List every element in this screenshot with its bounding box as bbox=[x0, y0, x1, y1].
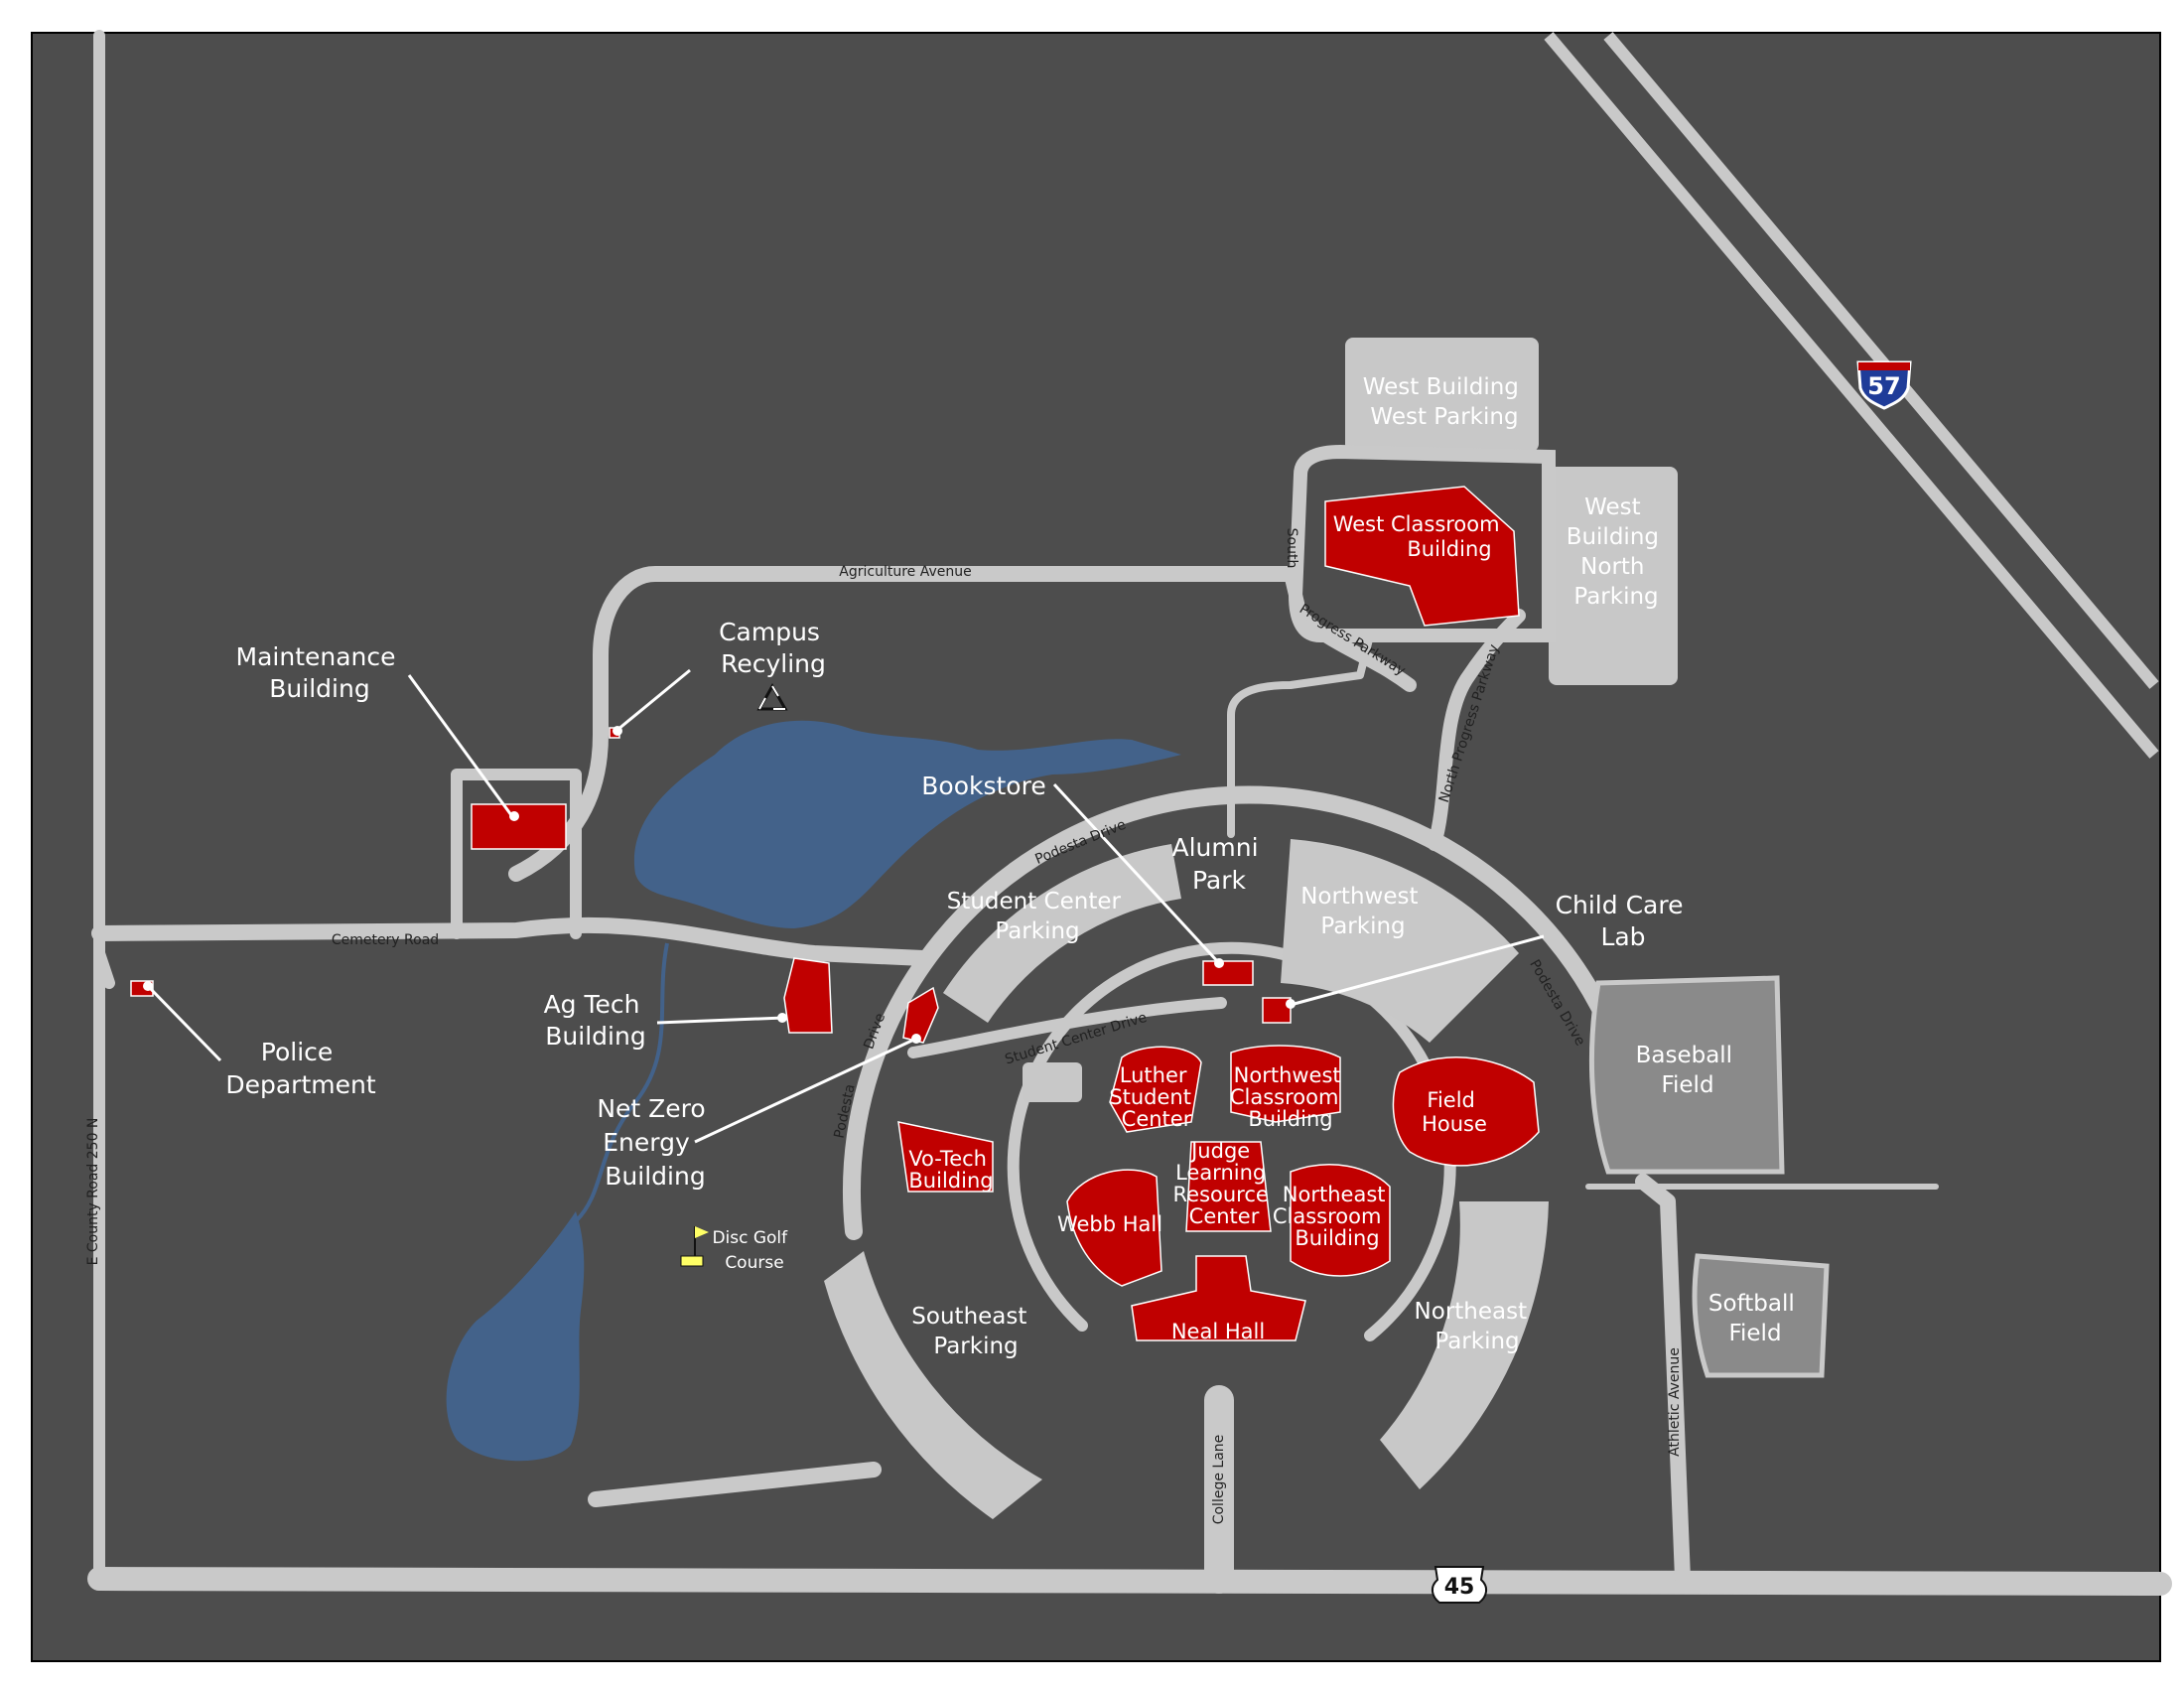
bookstore-shape bbox=[1202, 960, 1254, 986]
northwest-parking-label: Northwest Parking bbox=[1300, 884, 1426, 939]
central-parking-lot bbox=[1023, 1062, 1082, 1102]
interstate-57-number: 57 bbox=[1867, 372, 1900, 400]
webb-hall-label: Webb Hall bbox=[1057, 1212, 1162, 1236]
alumni-park-label: Alumni Park bbox=[1172, 833, 1267, 895]
northeast-classroom-building-shape bbox=[1290, 1164, 1391, 1277]
northeast-parking-label: Northeast Parking bbox=[1415, 1299, 1535, 1354]
field-house-shape bbox=[1392, 1055, 1540, 1167]
vo-tech-building-shape bbox=[897, 1121, 994, 1193]
northwest-classroom-building-label: Northwest Classroom Building bbox=[1230, 1063, 1347, 1131]
south-progress-parkway-label-1: South bbox=[1284, 528, 1299, 569]
creek bbox=[574, 942, 669, 1223]
cemetery-road-label: Cemetery Road bbox=[332, 932, 439, 948]
luther-student-center-shape bbox=[1109, 1046, 1202, 1133]
child-care-lab-shape bbox=[1262, 997, 1292, 1024]
us-45-shield-icon: 45 bbox=[1432, 1566, 1487, 1604]
disc-golf-icon bbox=[680, 1226, 709, 1267]
northeast-classroom-building-label: Northeast Classroom Building bbox=[1273, 1183, 1392, 1250]
west-classroom-building-shape bbox=[1324, 486, 1520, 627]
net-zero-energy-building-shape bbox=[902, 986, 939, 1044]
campus-recycling-label: Campus Recyling bbox=[719, 618, 828, 678]
west-building-west-parking-lot bbox=[1345, 338, 1539, 452]
map-background bbox=[31, 32, 2161, 1662]
ag-tech-building-label: Ag Tech Building bbox=[544, 990, 648, 1051]
neal-hall-shape bbox=[1131, 1255, 1306, 1341]
southeast-parking-lot bbox=[824, 1251, 1042, 1519]
west-classroom-building-label: West Classroom Building bbox=[1333, 512, 1507, 561]
west-building-north-parking-label: West Building North Parking bbox=[1567, 494, 1667, 610]
baseball-field-label: Baseball Field bbox=[1636, 1043, 1740, 1098]
webb-hall-shape bbox=[1066, 1169, 1162, 1287]
softball-field bbox=[1692, 1253, 1830, 1378]
interstate-57-shield-icon: 57 bbox=[1856, 360, 1912, 410]
luther-student-center-label: Luther Student Center bbox=[1109, 1063, 1197, 1131]
west-building-west-parking-label: West Building West Parking bbox=[1363, 374, 1526, 430]
neal-hall-label: Neal Hall bbox=[1171, 1320, 1265, 1343]
place-labels: West Building West Parking West Building… bbox=[225, 374, 1802, 1359]
bookstore-label: Bookstore bbox=[921, 772, 1045, 800]
county-road-label: E County Road 250 N bbox=[85, 1118, 101, 1266]
maintenance-building-shape bbox=[471, 803, 567, 850]
west-building-north-parking-lot bbox=[1549, 467, 1678, 685]
college-lane-label: College Lane bbox=[1211, 1435, 1227, 1525]
judge-lrc-label: Judge Learning Resource Center bbox=[1173, 1139, 1276, 1228]
buildings bbox=[130, 486, 1540, 1341]
student-center-parking-lot bbox=[943, 844, 1181, 1023]
ag-tech-building-shape bbox=[783, 957, 833, 1034]
child-care-lab-label: Child Care Lab bbox=[1556, 891, 1692, 951]
net-zero-energy-building-label: Net Zero Energy Building bbox=[597, 1094, 713, 1191]
judge-lrc-shape bbox=[1185, 1141, 1272, 1232]
parking-lots bbox=[824, 338, 1678, 1519]
interstate-57-road bbox=[1544, 32, 2159, 759]
us-45-number: 45 bbox=[1444, 1575, 1475, 1600]
field-house-label: Field House bbox=[1422, 1088, 1487, 1136]
vo-tech-building-label: Vo-Tech Building bbox=[908, 1147, 993, 1193]
southeast-parking-label: Southeast Parking bbox=[911, 1304, 1033, 1359]
northwest-classroom-building-shape bbox=[1230, 1045, 1341, 1123]
baseball-field bbox=[1588, 975, 1785, 1175]
athletic-avenue-label: Athletic Avenue bbox=[1667, 1347, 1683, 1457]
softball-field-label: Softball Field bbox=[1708, 1291, 1802, 1346]
police-department-label: Police Department bbox=[225, 1038, 375, 1099]
agriculture-avenue-label: Agriculture Avenue bbox=[839, 564, 971, 580]
label-pointers bbox=[145, 668, 1545, 1144]
northeast-parking-lot bbox=[1380, 1201, 1549, 1489]
recycling-icon bbox=[756, 682, 788, 711]
student-center-parking-label: Student Center Parking bbox=[947, 889, 1129, 944]
lake-south bbox=[446, 1211, 585, 1462]
west-campus-loop bbox=[1288, 444, 1556, 642]
disc-golf-course-label: Disc Golf Course bbox=[712, 1228, 792, 1273]
lake-north bbox=[633, 720, 1181, 928]
maintenance-building-label: Maintenance Building bbox=[236, 642, 404, 703]
